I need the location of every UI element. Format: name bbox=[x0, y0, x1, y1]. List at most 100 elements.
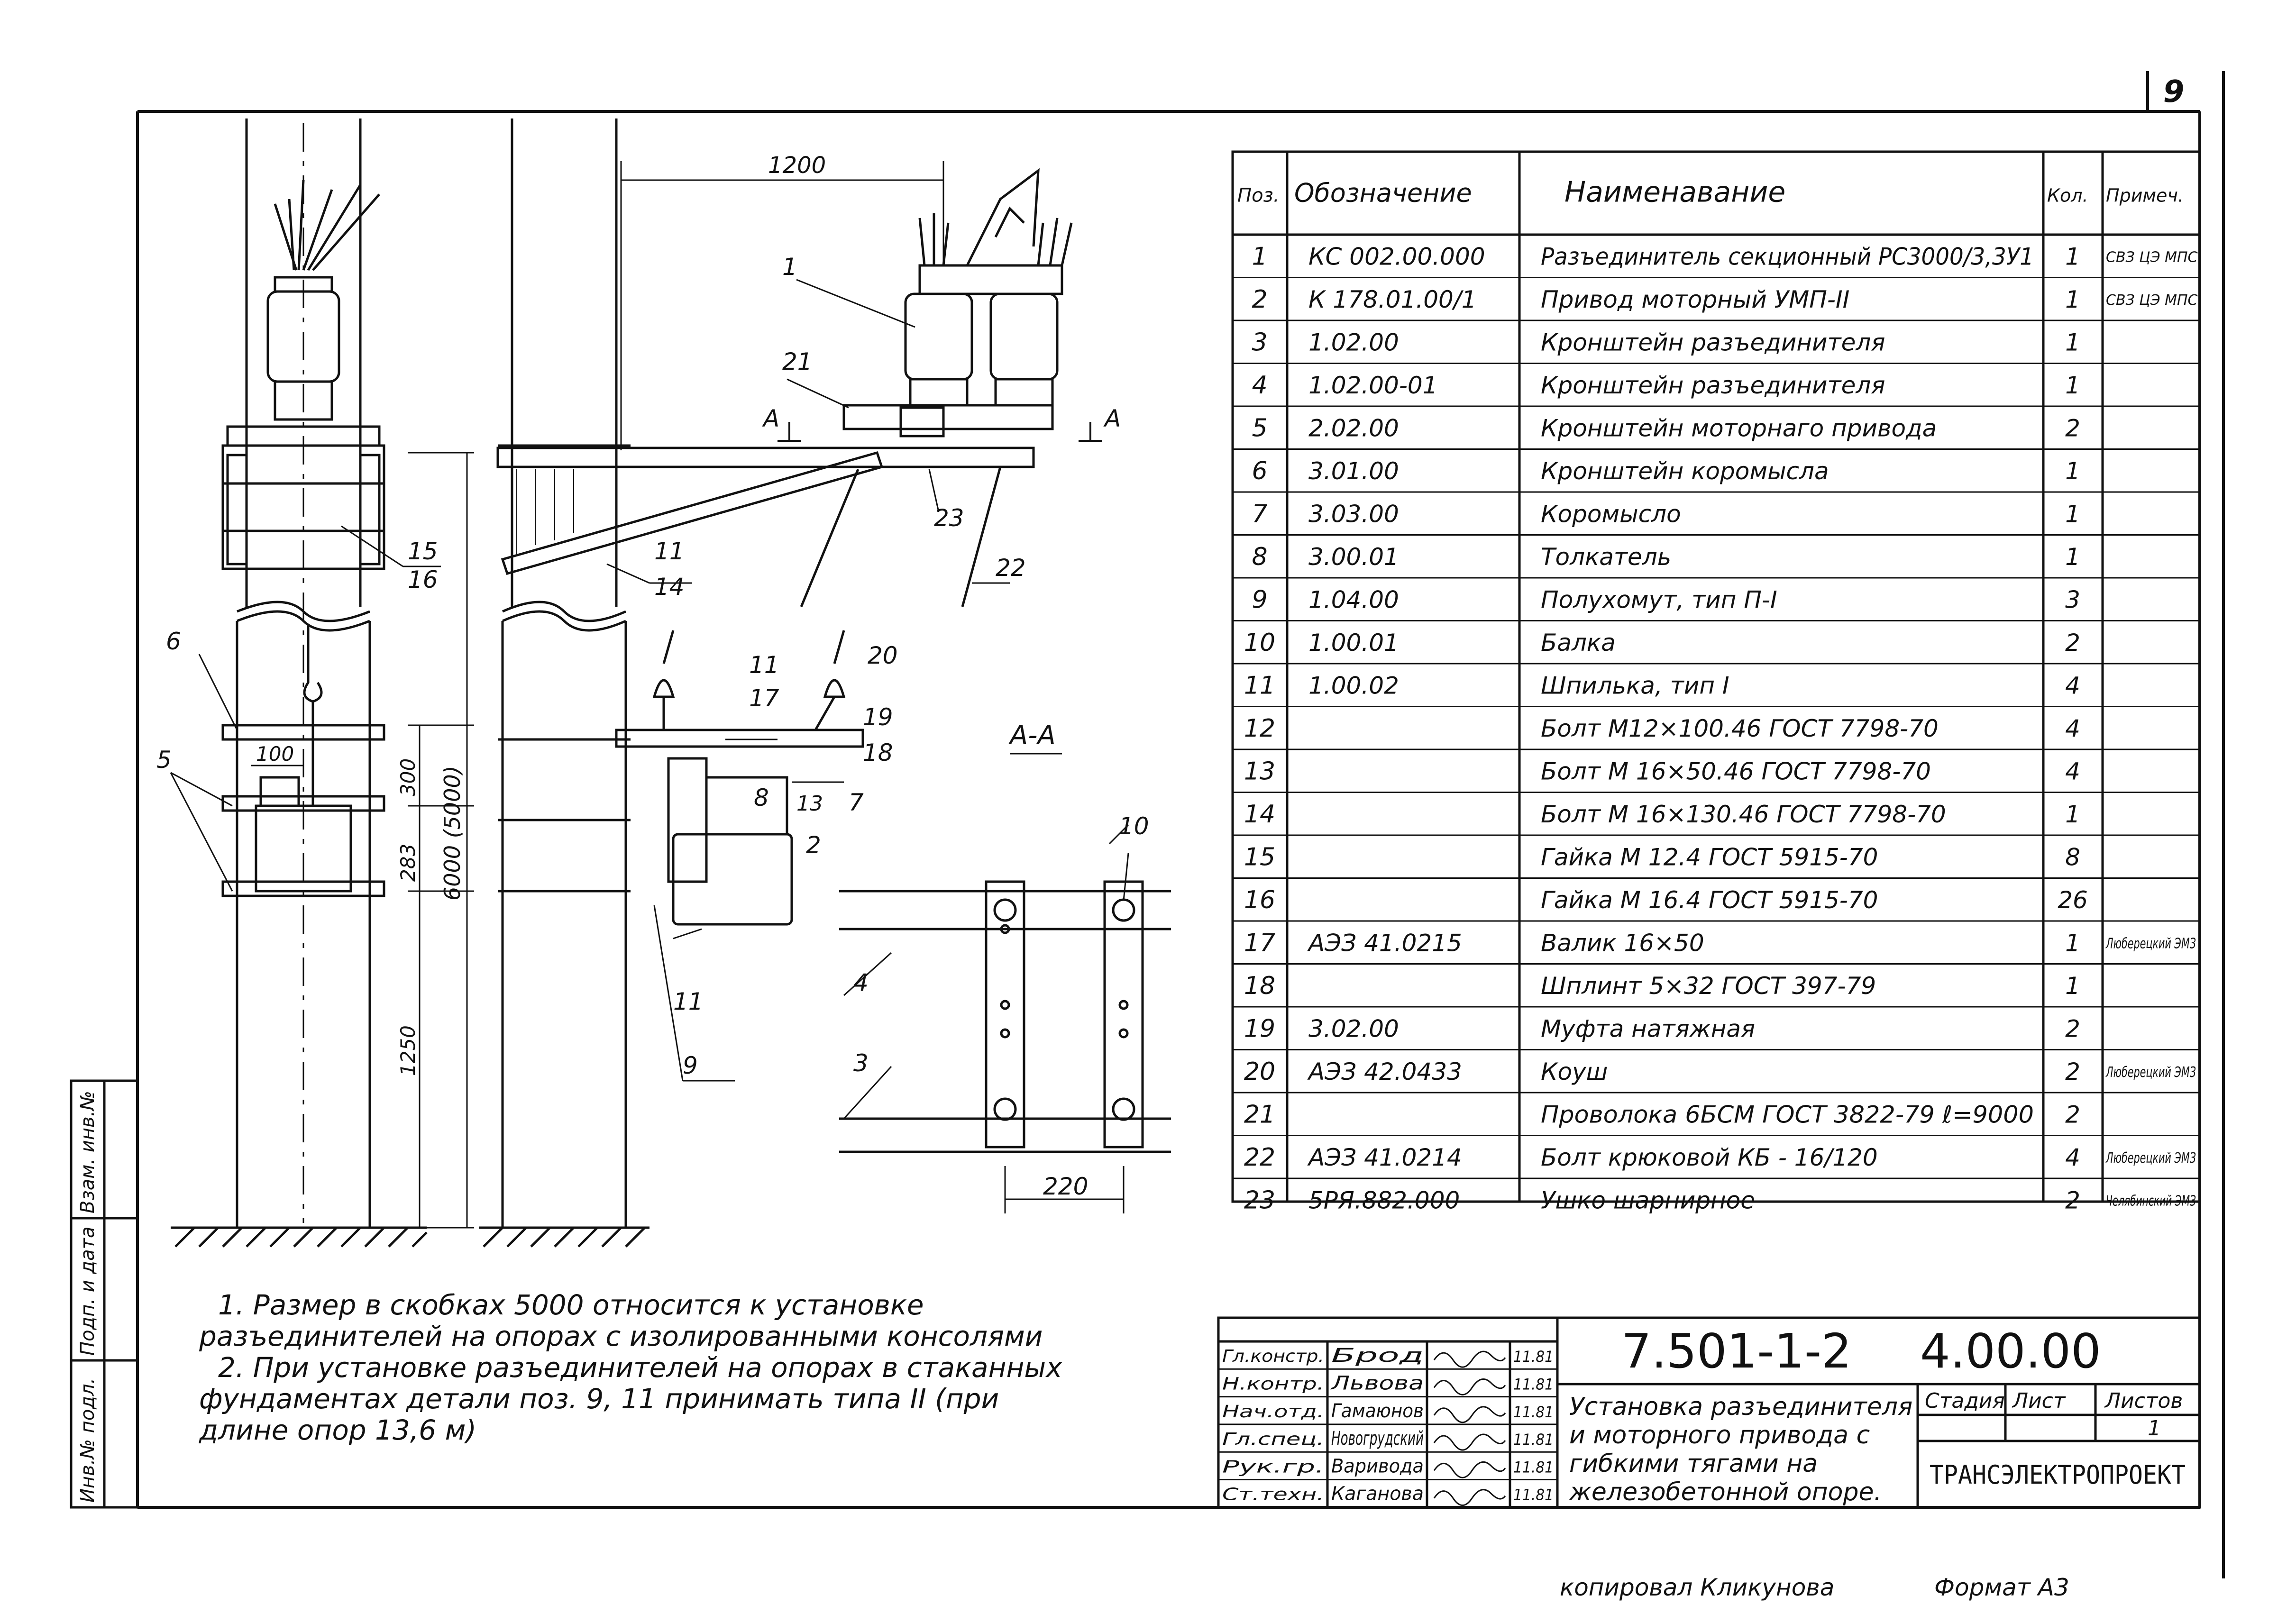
sheets-label: Листов bbox=[2104, 1389, 2183, 1413]
spec-name: Ушко шарнирное bbox=[1541, 1186, 1755, 1214]
signer-date: 11.81 bbox=[1513, 1403, 1554, 1421]
spec-name: Шпилька, тип I bbox=[1541, 672, 1729, 699]
spec-pos: 10 bbox=[1244, 629, 1275, 657]
cut-mark-left: А bbox=[762, 405, 779, 432]
format-label: Формат А3 bbox=[1934, 1574, 2069, 1601]
spec-qty: 1 bbox=[2065, 328, 2080, 356]
callout-4: 4 bbox=[853, 969, 869, 996]
callout-8: 8 bbox=[754, 784, 769, 812]
callout-12-front: 15 bbox=[408, 538, 438, 565]
callout-17: 18 bbox=[863, 739, 893, 766]
spec-name: Болт М 16×50.46 ГОСТ 7798-70 bbox=[1541, 757, 1931, 785]
spec-pos: 18 bbox=[1244, 972, 1275, 1000]
title-line-1: Установка разъединителя bbox=[1569, 1393, 1912, 1421]
spec-qty: 3 bbox=[2065, 586, 2080, 613]
callout-15-front: 16 bbox=[408, 566, 438, 593]
spec-note: СВЗ ЦЭ МПС bbox=[2106, 249, 2198, 265]
spec-header-designation: Обозначение bbox=[1294, 178, 1472, 208]
spec-designation: 1.00.02 bbox=[1308, 672, 1399, 699]
dim-300: 300 bbox=[396, 758, 420, 796]
spec-qty: 26 bbox=[2058, 886, 2088, 914]
spec-designation: АЭЗ 41.0214 bbox=[1307, 1144, 1462, 1171]
spec-name: Болт крюковой КБ - 16/120 bbox=[1541, 1144, 1878, 1171]
callout-23: 13 bbox=[796, 792, 823, 816]
dim-220: 220 bbox=[1043, 1173, 1088, 1200]
spec-qty: 2 bbox=[2065, 1015, 2080, 1042]
spec-designation: К 178.01.00/1 bbox=[1308, 286, 1477, 313]
callout-14: 17 bbox=[749, 684, 779, 712]
spec-qty: 1 bbox=[2065, 972, 2080, 1000]
callout-19: 20 bbox=[868, 642, 898, 669]
front-callout-leaders bbox=[170, 525, 441, 892]
stage-label: Стадия bbox=[1925, 1389, 2005, 1413]
spec-header-qty: Кол. bbox=[2047, 185, 2088, 206]
side-stamp-replace: Взам. инв.№ bbox=[77, 1091, 99, 1213]
note-line-2: разъединителей на опорах с изолированным… bbox=[199, 1320, 1043, 1352]
spec-qty: 2 bbox=[2065, 1186, 2080, 1214]
spec-pos: 16 bbox=[1244, 886, 1275, 914]
doc-code: 7.501-1-2 bbox=[1621, 1323, 1852, 1379]
side-stamp bbox=[70, 1079, 139, 1509]
note-line-4: фундаментах детали поз. 9, 11 принимать … bbox=[199, 1383, 999, 1415]
spec-qty: 1 bbox=[2065, 372, 2080, 399]
spec-pos: 4 bbox=[1252, 371, 1267, 400]
signer-role: Ст.техн. bbox=[1222, 1485, 1324, 1504]
spec-pos: 6 bbox=[1252, 457, 1267, 485]
spec-pos: 5 bbox=[1252, 414, 1267, 442]
sheets-value: 1 bbox=[2148, 1416, 2161, 1441]
spec-pos: 23 bbox=[1244, 1186, 1275, 1214]
side-stamp-signature: Подп. и дата bbox=[77, 1227, 99, 1356]
front-dimensions bbox=[251, 452, 474, 1229]
spec-pos: 9 bbox=[1252, 585, 1267, 614]
spec-pos: 13 bbox=[1244, 757, 1275, 785]
spec-note: Люберецкий ЭМЗ bbox=[2105, 1064, 2196, 1081]
signer-name: Брод bbox=[1331, 1345, 1424, 1367]
callout-22: 23 bbox=[934, 504, 964, 532]
signer-date: 11.81 bbox=[1513, 1375, 1554, 1393]
copied-by: копировал Кликунова bbox=[1560, 1574, 1835, 1601]
spec-pos: 3 bbox=[1252, 328, 1267, 356]
signature-mark bbox=[1433, 1461, 1506, 1478]
signer-role: Нач.отд. bbox=[1222, 1402, 1324, 1422]
sheet-code: 4.00.00 bbox=[1920, 1323, 2101, 1379]
spec-qty: 2 bbox=[2065, 629, 2080, 656]
spec-qty: 2 bbox=[2065, 414, 2080, 442]
spec-pos: 15 bbox=[1244, 843, 1275, 871]
spec-name: Валик 16×50 bbox=[1541, 929, 1704, 957]
signature-mark bbox=[1433, 1406, 1506, 1423]
spec-name: Разъединитель секционный РС3000/3,3У1 bbox=[1541, 243, 2034, 270]
spec-qty: 2 bbox=[2065, 1058, 2080, 1085]
callout-11: 14 bbox=[654, 573, 685, 601]
callout-5-front: 5 bbox=[156, 746, 172, 774]
dim-1200-line bbox=[620, 161, 944, 450]
cut-marks bbox=[778, 422, 1102, 442]
spec-name: Коромысло bbox=[1541, 500, 1681, 528]
signer-name: Каганова bbox=[1331, 1483, 1424, 1505]
spec-name: Привод моторный УМП-II bbox=[1541, 286, 1849, 313]
dim-1200: 1200 bbox=[768, 152, 826, 179]
spec-pos: 8 bbox=[1252, 543, 1267, 571]
spec-pos: 1 bbox=[1252, 242, 1267, 271]
spec-designation: 1.04.00 bbox=[1308, 586, 1399, 613]
callout-16-mid: 11 bbox=[749, 651, 779, 679]
spec-pos: 22 bbox=[1244, 1143, 1275, 1172]
dim-100: 100 bbox=[256, 742, 294, 766]
title-line-3: гибкими тягами на bbox=[1569, 1450, 1818, 1478]
callout-3: 3 bbox=[853, 1049, 869, 1077]
spec-designation: 3.01.00 bbox=[1308, 457, 1399, 485]
